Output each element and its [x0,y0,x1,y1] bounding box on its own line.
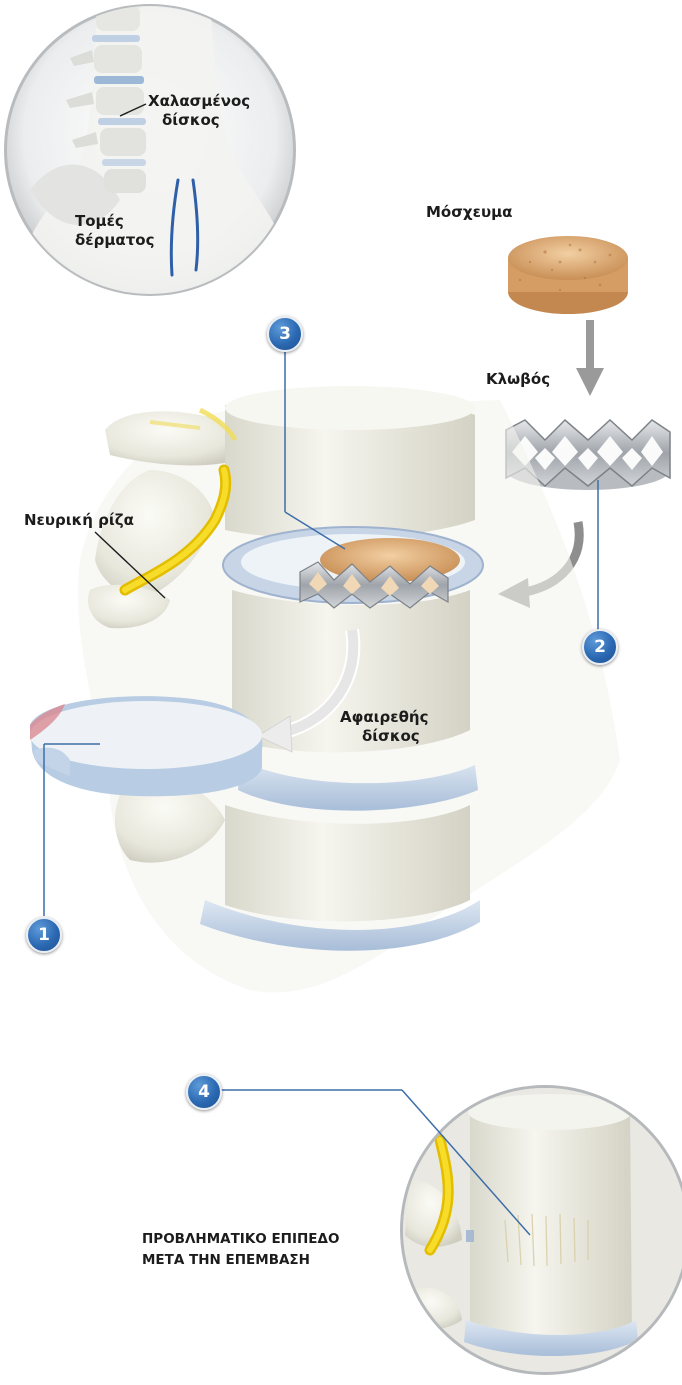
label-herniated-disc-line2: δίσκος [148,111,250,130]
label-graft: Μόσχευμα [426,203,512,222]
badge-4: 4 [186,1074,222,1110]
label-nerve-root: Νευρική ρίζα [24,511,134,530]
label-cage-text: Κλωβός [486,370,550,389]
label-cage: Κλωβός [486,370,550,389]
label-problem-level: ΠΡΟΒΛΗΜΑΤΙΚΟ ΕΠΙΠΕΔΟ ΜΕΤΑ ΤΗΝ ΕΠΕΜΒΑΣΗ [142,1229,339,1271]
badge-1: 1 [26,917,62,953]
badge-3: 3 [267,316,303,352]
inset-skin-incisions [4,0,300,300]
label-removed-disc-line1: Αφαιρεθής [340,708,428,727]
label-herniated-disc-line1: Χαλασμένος [148,92,250,111]
label-removed-disc-line2: δίσκος [340,727,428,746]
label-skin-incisions-line1: Τομές [75,212,155,231]
arrow-graft-to-cage [576,320,604,396]
label-problem-level-line2: ΜΕΤΑ ΤΗΝ ΕΠΕΜΒΑΣΗ [142,1250,339,1271]
label-skin-incisions-line2: δέρματος [75,231,155,250]
label-graft-text: Μόσχευμα [426,203,512,222]
label-removed-disc: Αφαιρεθής δίσκος [340,708,428,746]
label-herniated-disc: Χαλασμένος δίσκος [148,92,250,130]
label-nerve-root-text: Νευρική ρίζα [24,511,134,530]
badge-2: 2 [582,629,618,665]
label-skin-incisions: Τομές δέρματος [75,212,155,250]
graft-illustration [508,236,628,314]
label-problem-level-line1: ΠΡΟΒΛΗΜΑΤΙΚΟ ΕΠΙΠΕΔΟ [142,1229,339,1250]
